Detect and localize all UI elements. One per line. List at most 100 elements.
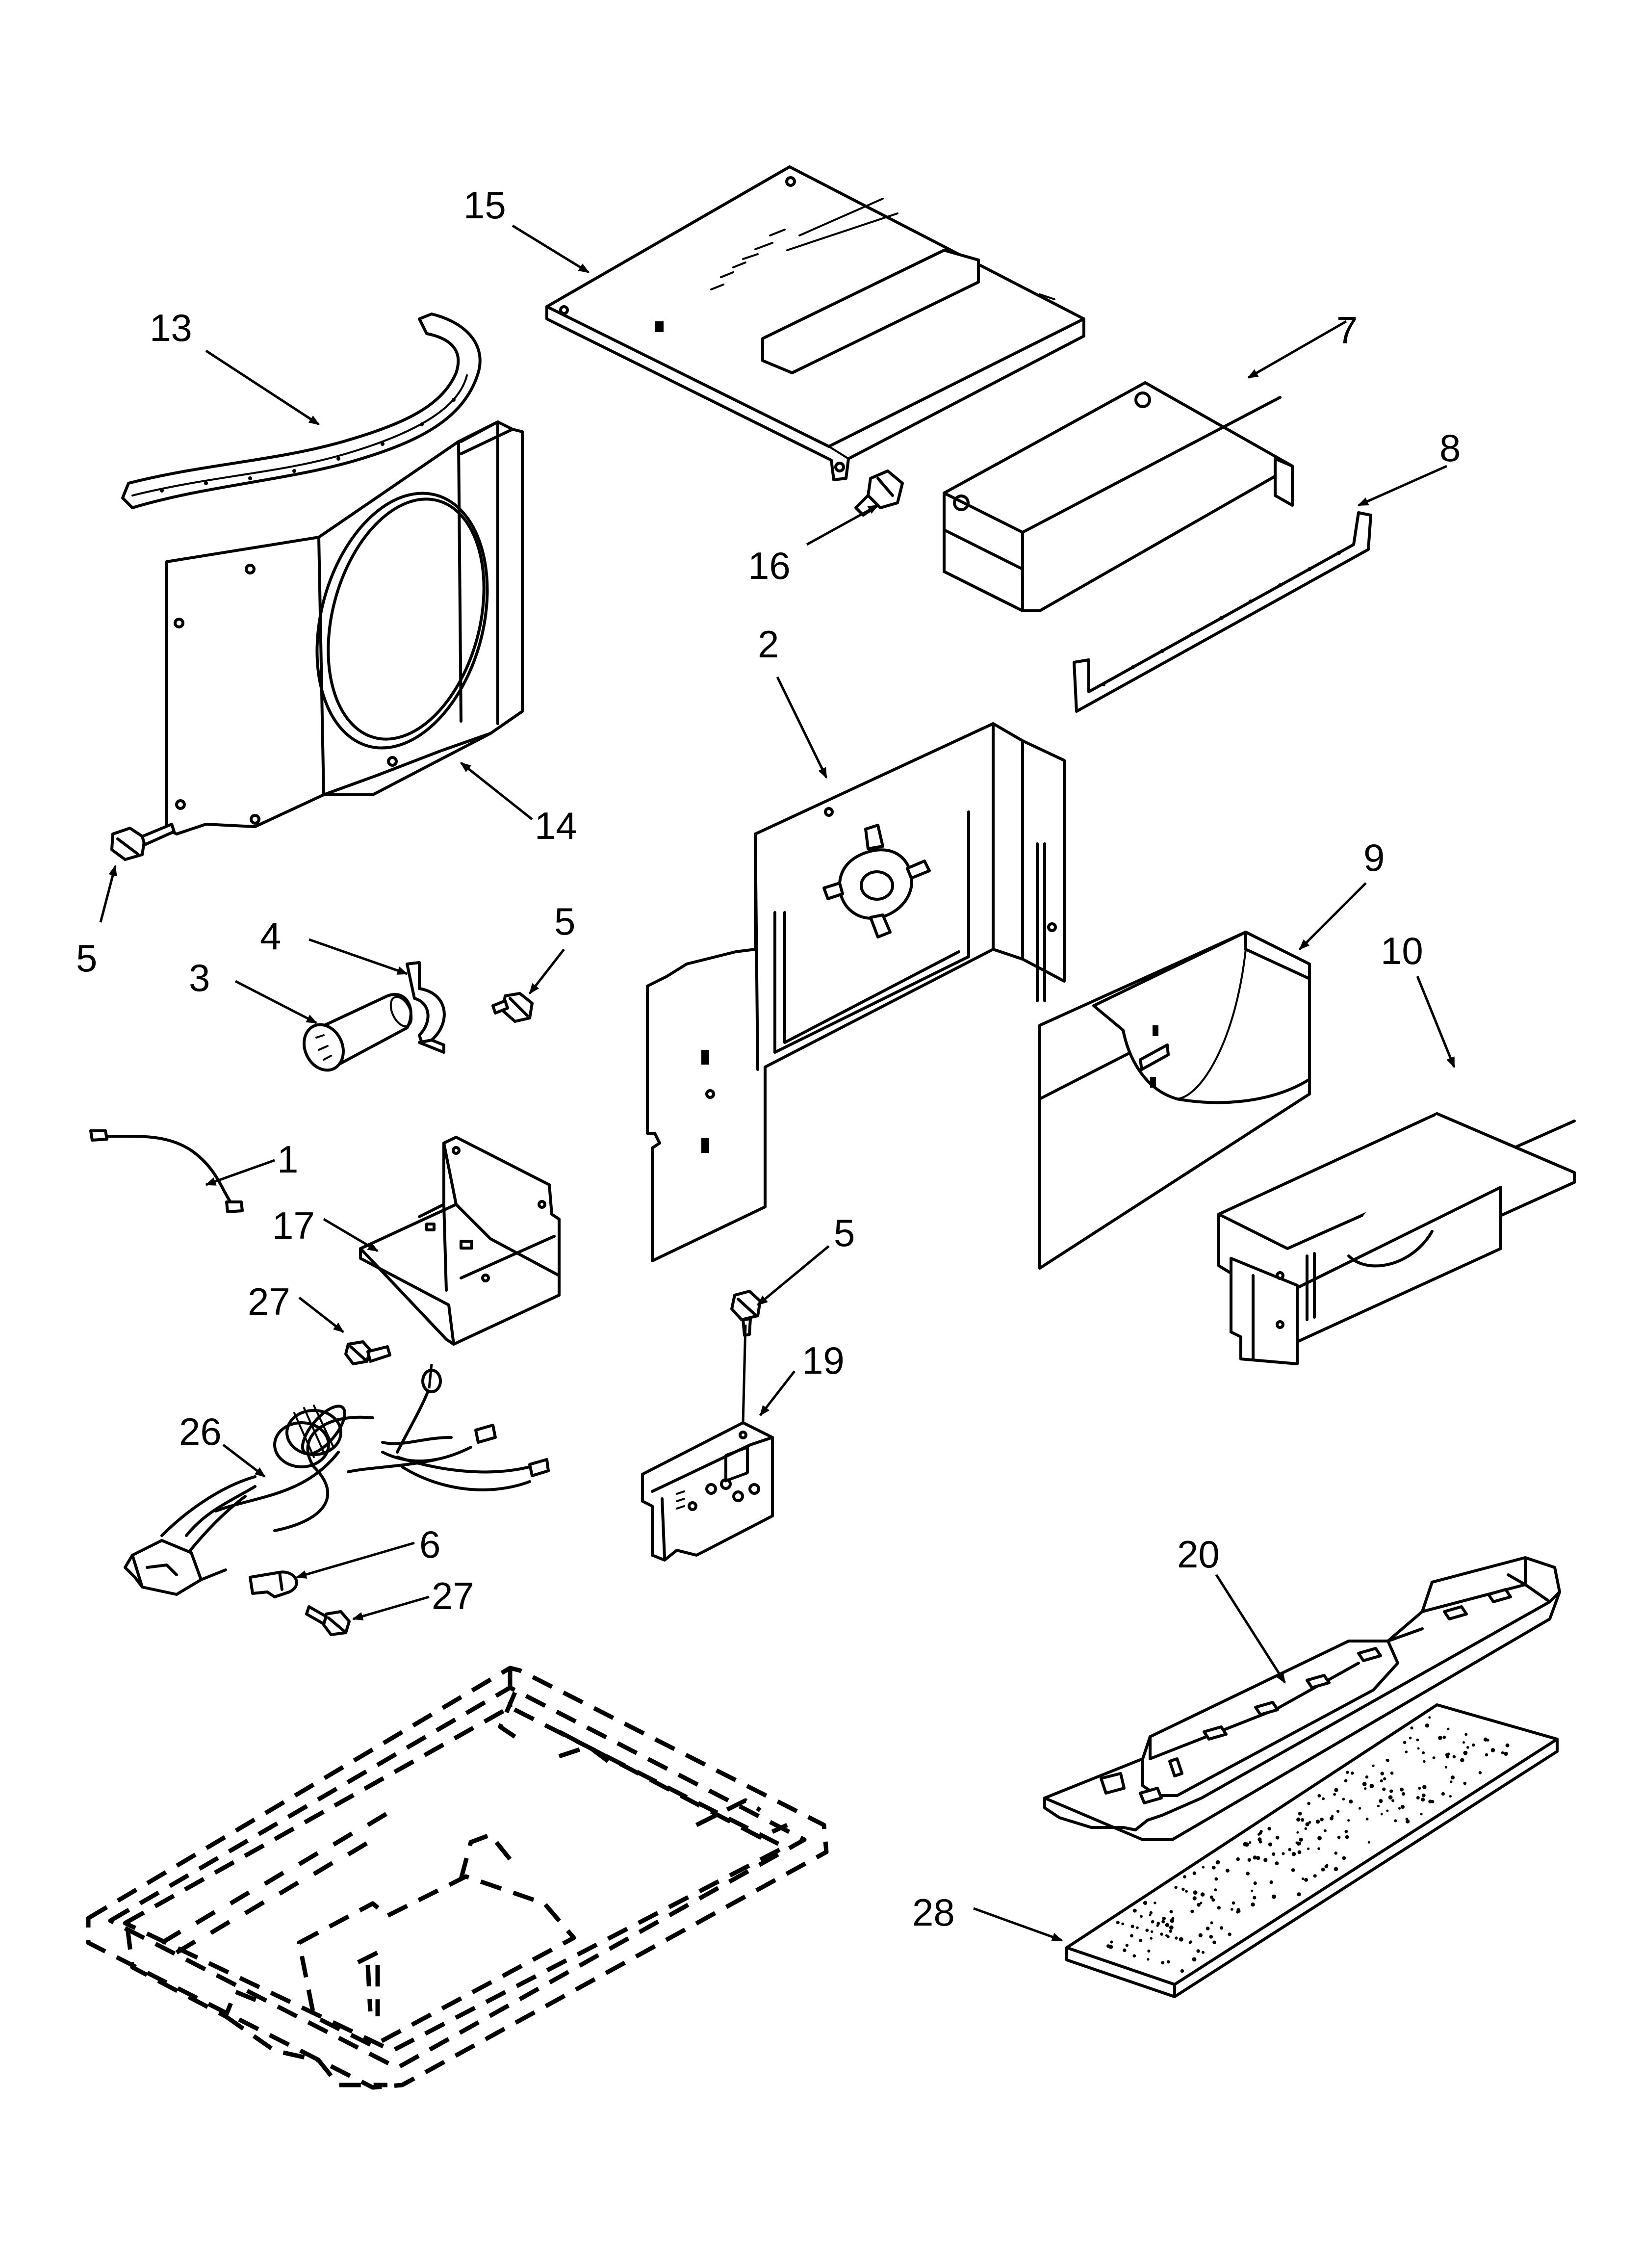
filter-texture-dot bbox=[1151, 1920, 1155, 1924]
filter-texture-dot bbox=[1291, 1852, 1296, 1856]
callout-14: 14 bbox=[535, 804, 577, 847]
filter-texture-dot bbox=[1421, 1793, 1426, 1798]
callout-5-right: 5 bbox=[834, 1211, 855, 1254]
filter-texture-dot bbox=[1185, 1890, 1188, 1893]
filter-texture-dot bbox=[1275, 1836, 1280, 1840]
filter-texture-dot bbox=[1200, 1892, 1205, 1897]
filter-texture-dot bbox=[1275, 1861, 1279, 1866]
filter-texture-dot bbox=[1420, 1813, 1423, 1816]
filter-texture-dot bbox=[1190, 1909, 1194, 1913]
filter-texture-dot bbox=[1372, 1764, 1375, 1767]
filter-texture-dot bbox=[1166, 1960, 1170, 1964]
filter-texture-dot bbox=[1288, 1848, 1291, 1851]
part-15-top-cover bbox=[545, 165, 1085, 481]
filter-texture-dot bbox=[1246, 1872, 1250, 1876]
filter-texture-dot bbox=[1405, 1750, 1408, 1753]
filter-texture-dot bbox=[1291, 1868, 1295, 1872]
filter-texture-dot bbox=[1398, 1807, 1401, 1810]
filter-texture-dot bbox=[1297, 1842, 1301, 1846]
filter-texture-dot bbox=[1206, 1927, 1210, 1930]
filter-texture-dot bbox=[1243, 1842, 1248, 1847]
filter-texture-dot bbox=[1441, 1792, 1445, 1796]
filter-texture-dot bbox=[1462, 1741, 1465, 1744]
filter-texture-dot bbox=[1425, 1723, 1430, 1728]
filter-texture-dot bbox=[1298, 1811, 1302, 1816]
filter-texture-dot bbox=[1193, 1897, 1196, 1901]
filter-texture-dot bbox=[1161, 1961, 1165, 1965]
filter-texture-dot bbox=[1136, 1926, 1139, 1929]
filter-texture-dot bbox=[1400, 1787, 1404, 1792]
filter-texture-dot bbox=[1169, 1925, 1174, 1930]
filter-texture-dot bbox=[1212, 1940, 1216, 1945]
filter-texture-dot bbox=[1422, 1751, 1425, 1754]
part-27-screw-lower bbox=[305, 1605, 351, 1636]
filter-texture-dot bbox=[1307, 1847, 1310, 1851]
callout-27-lower: 27 bbox=[432, 1574, 474, 1617]
part-13-gasket bbox=[121, 313, 482, 509]
part-6-cable-clamp bbox=[249, 1570, 298, 1598]
callout-20: 20 bbox=[1177, 1533, 1220, 1576]
callout-2: 2 bbox=[758, 623, 779, 666]
filter-texture-dot bbox=[1165, 1923, 1170, 1928]
callout-7: 7 bbox=[1336, 309, 1358, 352]
callout-17: 17 bbox=[272, 1204, 315, 1247]
filter-texture-dot bbox=[1225, 1868, 1230, 1873]
filter-texture-dot bbox=[1123, 1948, 1127, 1952]
filter-texture-dot bbox=[1369, 1784, 1374, 1788]
filter-texture-dot bbox=[1421, 1798, 1425, 1802]
filter-texture-dot bbox=[1125, 1943, 1129, 1947]
filter-texture-dot bbox=[1346, 1771, 1349, 1774]
filter-texture-dot bbox=[1236, 1908, 1240, 1912]
filter-texture-dot bbox=[1324, 1829, 1327, 1832]
part-9-scroll-housing bbox=[1038, 931, 1311, 1270]
filter-texture-dot bbox=[1358, 1807, 1361, 1810]
filter-texture-dot bbox=[1401, 1792, 1406, 1796]
filter-texture-dot bbox=[1313, 1874, 1317, 1878]
filter-texture-dot bbox=[1179, 1937, 1183, 1942]
callout-3: 3 bbox=[189, 956, 210, 999]
filter-texture-dot bbox=[1452, 1755, 1456, 1759]
filter-texture-dot bbox=[1322, 1797, 1325, 1800]
filter-texture-dot bbox=[1485, 1753, 1488, 1757]
leader-arrows bbox=[99, 224, 1456, 1942]
filter-texture-dot bbox=[1446, 1755, 1450, 1759]
filter-texture-dot bbox=[1247, 1858, 1251, 1862]
filter-texture-dot bbox=[1263, 1858, 1268, 1862]
filter-texture-dot bbox=[1417, 1747, 1420, 1750]
filter-texture-dot bbox=[1257, 1833, 1260, 1836]
filter-texture-dot bbox=[1344, 1829, 1348, 1833]
part-17-bracket bbox=[359, 1136, 561, 1346]
filter-texture-dot bbox=[1377, 1804, 1380, 1807]
filter-texture-dot bbox=[1386, 1809, 1389, 1812]
callout-13: 13 bbox=[150, 306, 192, 349]
filter-texture-dot bbox=[1380, 1813, 1383, 1816]
filter-texture-dot bbox=[1132, 1908, 1137, 1913]
filter-texture-dot bbox=[1150, 1937, 1153, 1940]
base-pan-reference bbox=[86, 1666, 829, 2090]
filter-texture-dot bbox=[1162, 1916, 1166, 1921]
filter-texture-dot bbox=[1350, 1772, 1354, 1775]
filter-texture-dot bbox=[1271, 1894, 1276, 1899]
callout-16: 16 bbox=[748, 544, 791, 587]
part-27-screw-upper bbox=[344, 1340, 391, 1365]
filter-texture-dot bbox=[1232, 1901, 1235, 1905]
filter-texture-dot bbox=[1394, 1819, 1397, 1823]
filter-texture-dot bbox=[1253, 1855, 1257, 1860]
filter-texture-dot bbox=[1442, 1735, 1446, 1739]
filter-texture-dot bbox=[1151, 1930, 1154, 1933]
part-3-capacitor bbox=[303, 993, 413, 1072]
filter-texture-dot bbox=[1192, 1871, 1196, 1875]
filter-texture-dot bbox=[1422, 1785, 1427, 1789]
filter-texture-dot bbox=[1256, 1856, 1260, 1860]
callout-28: 28 bbox=[912, 1891, 955, 1934]
filter-texture-dot bbox=[1217, 1906, 1221, 1910]
filter-texture-dot bbox=[1156, 1922, 1160, 1926]
filter-texture-dot bbox=[1160, 1932, 1163, 1936]
filter-texture-dot bbox=[1463, 1750, 1468, 1755]
filter-texture-dot bbox=[1116, 1921, 1120, 1925]
filter-texture-dot bbox=[1472, 1743, 1475, 1747]
filter-texture-dot bbox=[1317, 1836, 1322, 1841]
filter-texture-dot bbox=[1130, 1925, 1134, 1929]
part-10-orifice-panel bbox=[1217, 1112, 1576, 1365]
